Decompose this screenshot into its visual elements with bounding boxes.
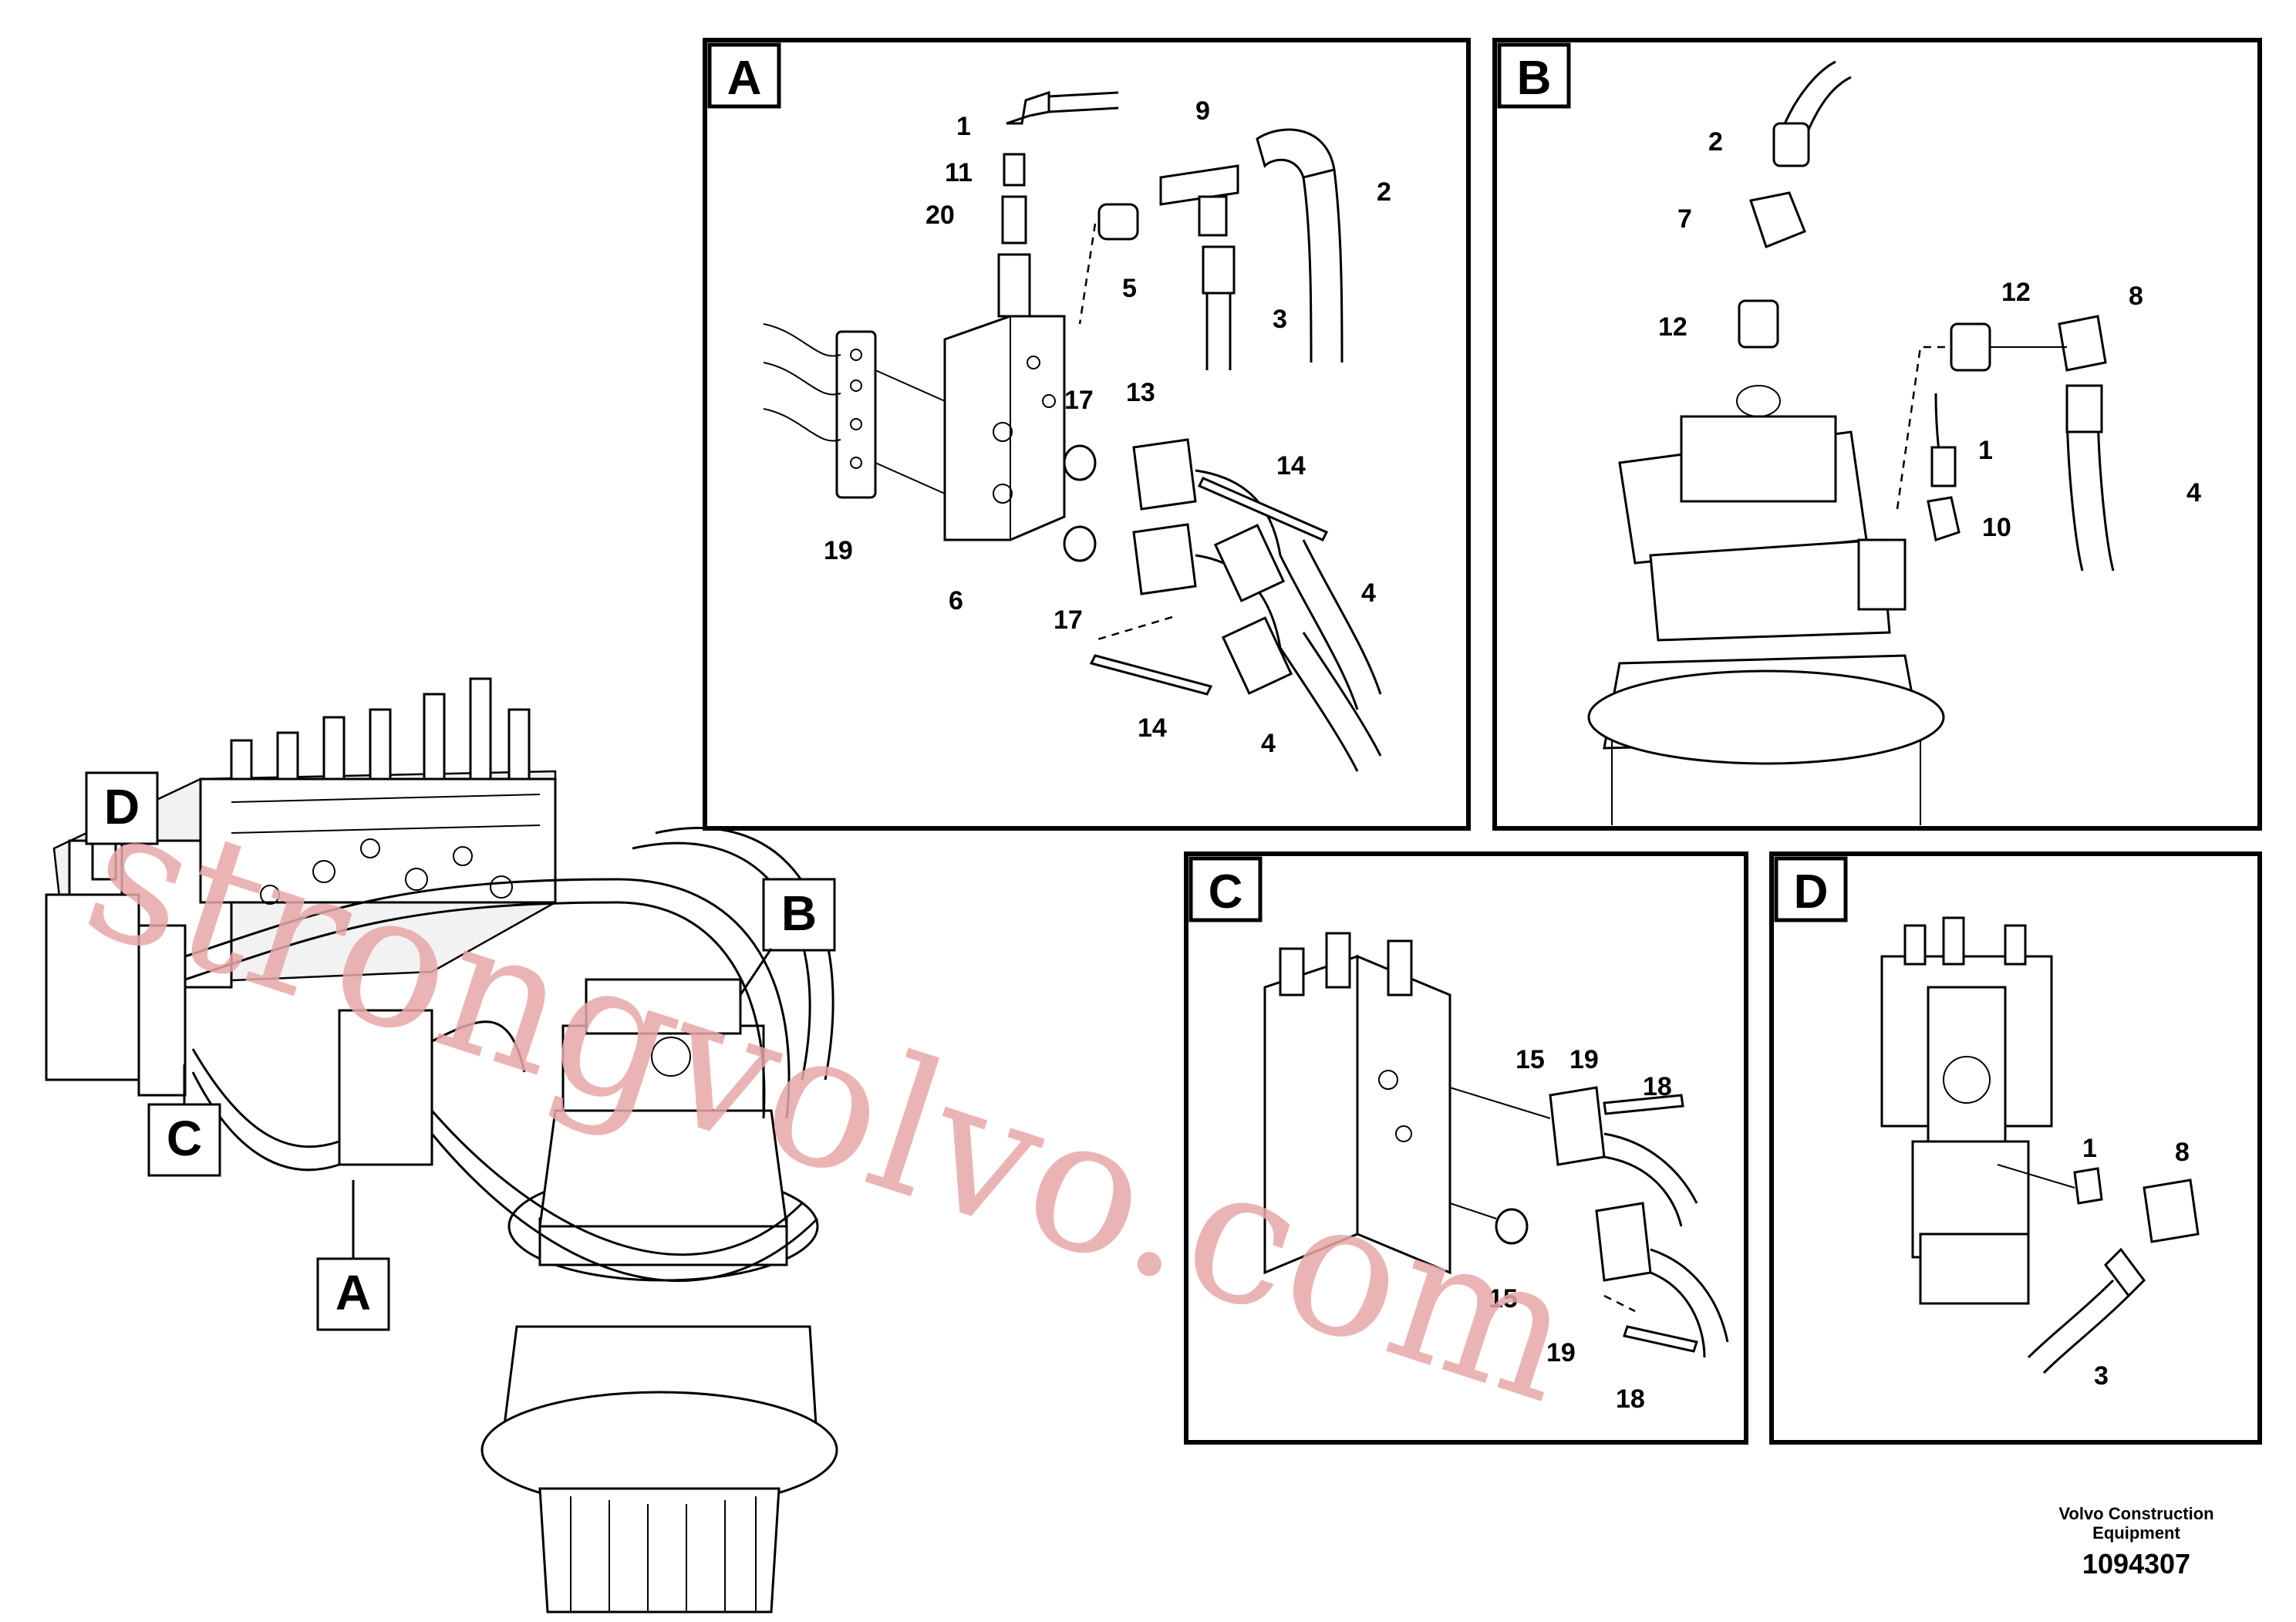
svg-text:3: 3 (2094, 1361, 2109, 1391)
svg-text:4: 4 (1361, 578, 1376, 608)
svg-text:15: 15 (1515, 1045, 1545, 1074)
svg-text:D: D (1794, 865, 1829, 919)
svg-text:8: 8 (2175, 1138, 2190, 1167)
svg-text:11: 11 (945, 158, 973, 187)
svg-text:B: B (1517, 52, 1552, 105)
detail-panel-b: B 2 7 12 12 8 1 4 10 (1492, 38, 2262, 831)
svg-text:10: 10 (1982, 513, 2011, 542)
svg-text:14: 14 (1138, 713, 1167, 743)
detail-panel-a: A (703, 38, 1471, 831)
svg-text:4: 4 (1261, 729, 1276, 758)
svg-text:C: C (1209, 865, 1243, 919)
svg-text:17: 17 (1054, 605, 1083, 635)
svg-text:19: 19 (1569, 1045, 1599, 1074)
overview-tag-c: C (147, 1064, 221, 1177)
svg-text:2: 2 (1377, 177, 1391, 207)
svg-text:12: 12 (1658, 312, 1687, 342)
svg-text:19: 19 (1546, 1338, 1576, 1367)
svg-text:1: 1 (956, 112, 971, 141)
svg-text:1094307: 1094307 (2082, 1548, 2190, 1580)
svg-text:18: 18 (1643, 1072, 1672, 1101)
svg-text:15: 15 (1489, 1284, 1518, 1313)
svg-text:20: 20 (925, 201, 955, 230)
svg-text:8: 8 (2129, 282, 2143, 311)
svg-text:12: 12 (2001, 278, 2031, 307)
svg-text:A: A (727, 52, 762, 105)
overview-tag-d: D (85, 771, 159, 895)
svg-text:A: A (335, 1265, 371, 1320)
svg-text:6: 6 (949, 586, 963, 615)
svg-text:4: 4 (2186, 478, 2201, 508)
svg-text:5: 5 (1122, 274, 1137, 303)
footer: Volvo Construction Equipment 1094307 (2058, 1504, 2213, 1580)
svg-text:1: 1 (1978, 436, 1993, 465)
svg-text:Volvo Construction: Volvo Construction (2058, 1504, 2213, 1523)
control-valve-bank (45, 677, 557, 1097)
svg-text:14: 14 (1276, 451, 1306, 481)
svg-text:B: B (781, 885, 817, 941)
svg-text:19: 19 (824, 536, 853, 565)
svg-text:1: 1 (2082, 1134, 2097, 1163)
svg-text:C: C (167, 1111, 202, 1166)
svg-text:3: 3 (1273, 305, 1287, 334)
svg-text:9: 9 (1195, 96, 1210, 126)
distribution-block (338, 1009, 433, 1166)
overview-assembly: D B C A (45, 677, 838, 1614)
svg-text:13: 13 (1126, 378, 1155, 407)
svg-text:D: D (104, 779, 140, 835)
svg-text:2: 2 (1708, 127, 1723, 157)
svg-text:18: 18 (1616, 1384, 1645, 1414)
overview-tag-a: A (316, 1180, 390, 1331)
detail-panel-c: C 15 19 18 15 19 18 (1184, 851, 1748, 1445)
svg-text:7: 7 (1677, 204, 1692, 234)
detail-panel-d: D 1 8 3 (1769, 851, 2262, 1445)
svg-text:17: 17 (1064, 386, 1094, 415)
svg-text:Equipment: Equipment (2092, 1523, 2180, 1543)
overview-tag-b: B (739, 878, 836, 996)
